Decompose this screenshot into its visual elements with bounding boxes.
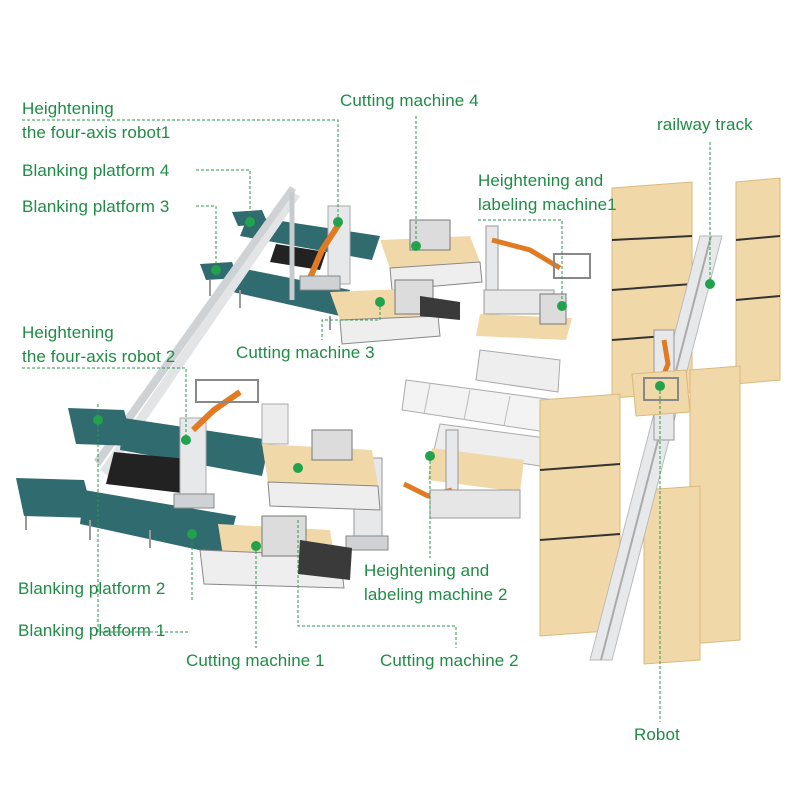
railway-track-structure xyxy=(589,235,723,661)
label-labeling1-line2: labeling machine1 xyxy=(478,195,617,214)
dot-labeling2 xyxy=(425,451,435,461)
leader-lines xyxy=(22,116,711,722)
leader-blanking3 xyxy=(196,205,217,268)
label-robot2-line1: Heightening xyxy=(22,323,114,342)
dot-cutting1 xyxy=(251,541,261,551)
dot-blanking2 xyxy=(187,529,197,539)
label-cutting-machine-1: Cutting machine 1 xyxy=(186,651,325,670)
label-robot2-line2: the four-axis robot 2 xyxy=(22,347,176,366)
leader-cutting3 xyxy=(321,302,381,340)
dot-robot xyxy=(655,381,665,391)
leader-blanking1 xyxy=(97,404,190,633)
leader-labeling1 xyxy=(478,219,563,306)
label-blanking-platform-4: Blanking platform 4 xyxy=(22,161,170,180)
dot-labeling1 xyxy=(557,301,567,311)
dot-blanking1 xyxy=(93,415,103,425)
label-blanking-platform-2: Blanking platform 2 xyxy=(18,579,166,598)
labeling-machine-1 xyxy=(476,225,591,340)
label-robot1-line1: Heightening xyxy=(22,99,114,118)
label-blanking-platform-1: Blanking platform 1 xyxy=(18,621,166,640)
storage-racks xyxy=(539,177,781,665)
label-cutting-machine-3: Cutting machine 3 xyxy=(236,343,375,362)
leader-robot1 xyxy=(22,119,339,220)
dot-railway xyxy=(705,279,715,289)
leader-robot2 xyxy=(22,367,187,440)
label-labeling2-line2: labeling machine 2 xyxy=(364,585,508,604)
dot-robot1 xyxy=(333,217,343,227)
label-labeling2-line1: Heightening and xyxy=(364,561,490,580)
dot-cutting3 xyxy=(375,297,385,307)
gantry-frame xyxy=(94,186,300,476)
marker-dots xyxy=(93,217,715,551)
dot-robot2 xyxy=(181,435,191,445)
label-labeling1-line1: Heightening and xyxy=(478,171,604,190)
central-conveyors xyxy=(401,349,585,467)
label-cutting-machine-4: Cutting machine 4 xyxy=(340,91,479,110)
leader-blanking4 xyxy=(196,169,251,222)
leader-cutting2 xyxy=(297,520,457,648)
label-railway-track: railway track xyxy=(657,115,753,134)
lower-cutting-machines xyxy=(199,429,381,589)
dot-cutting2 xyxy=(293,463,303,473)
upper-four-axis-robot xyxy=(299,205,351,291)
label-cutting-machine-2: Cutting machine 2 xyxy=(380,651,519,670)
dot-blanking3 xyxy=(211,265,221,275)
label-robot1-line2: the four-axis robot1 xyxy=(22,123,171,142)
dot-cutting4 xyxy=(411,241,421,251)
dot-blanking4 xyxy=(245,217,255,227)
label-robot: Robot xyxy=(634,725,680,744)
label-blanking-platform-3: Blanking platform 3 xyxy=(22,197,170,216)
lower-four-axis-robot xyxy=(173,379,289,509)
